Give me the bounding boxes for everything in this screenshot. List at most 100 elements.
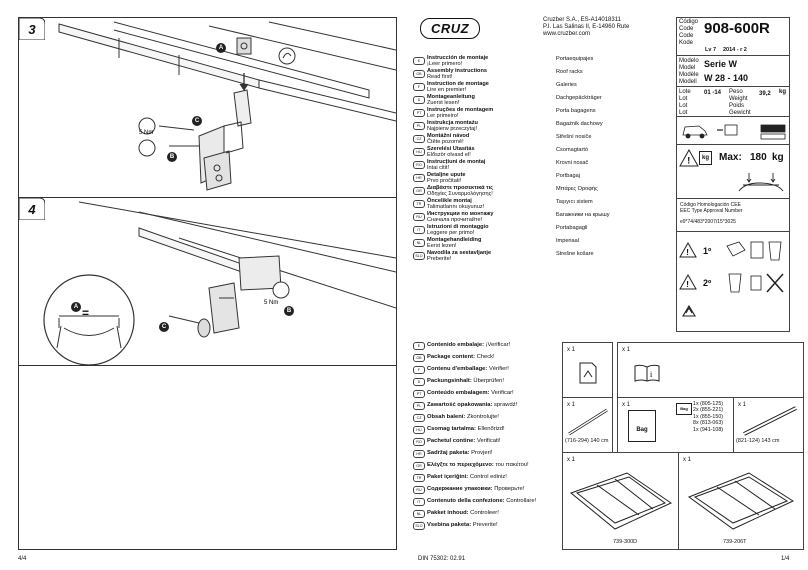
rail-icon	[568, 408, 608, 436]
callout-c: C	[192, 116, 202, 126]
revision-level: Lv 7	[705, 47, 717, 53]
kit-frame-right: x 1 739-206T	[678, 452, 804, 550]
step-3-illustration: 5 Nm	[58, 21, 396, 191]
torque-label-2: 5 Nm	[264, 300, 278, 306]
rail-right-label: (821-124) 143 cm	[736, 438, 780, 444]
cruz-logo: CRUZ	[420, 18, 480, 39]
callout-c-2: C	[159, 322, 169, 332]
maintenance-icons-1	[726, 241, 782, 261]
callout-a-2: A	[71, 302, 81, 312]
step-4-number: 4	[19, 198, 45, 220]
company-address: P.I. Las Salinas II, E-14960 Rute	[543, 24, 630, 30]
revision-date: 2014 - r 2	[723, 47, 747, 53]
bag-parts-list: 1x (805-125) 2x (855-221) 1x (855-150) 8…	[693, 401, 724, 433]
vehicle-icons-box	[676, 116, 790, 146]
roof-load-icon	[738, 173, 784, 192]
maintenance-icons-2	[728, 273, 784, 293]
homologation-label-2: EEC Type Approval Number	[680, 208, 743, 214]
step-second-label: 2º	[703, 278, 712, 288]
svg-text:!: !	[686, 280, 689, 289]
step-3-number: 3	[19, 18, 45, 40]
kg-weight-icon: kg	[699, 151, 712, 165]
warning-icon-2: !	[679, 274, 697, 290]
frame-icon-right	[687, 472, 795, 530]
homologation-number: e9*74/483*2007/15*3025	[680, 219, 736, 225]
step-3-panel: 3	[18, 17, 397, 199]
step-4-illustration: 5 Nm	[43, 201, 396, 366]
recycle-icon	[682, 304, 696, 317]
instruction-sheet-icon	[579, 362, 597, 384]
lot-value: 01 -14	[704, 90, 722, 96]
manual-book-icon: i	[634, 364, 660, 382]
kit-rail-left: x 1 (716-294) 140 cm	[562, 397, 613, 454]
frame-icon-left	[569, 472, 673, 530]
empty-panel	[18, 365, 397, 550]
frame-left-label: 739-300D	[613, 539, 638, 545]
rail-left-label: (716-294) 140 cm	[565, 438, 609, 444]
homologation-label-1: Código Homologación CEE	[680, 202, 741, 208]
kit-instructions-sheet: x 1	[562, 342, 613, 399]
weight-value: 39,2	[759, 91, 771, 97]
company-web: www.cruzber.com	[543, 31, 591, 37]
bag-small-icon: Bag	[676, 403, 692, 415]
max-load-box: ! kg Max: 180 kg	[676, 144, 790, 200]
procedure-box: ! 1º ! 2º	[676, 231, 790, 332]
frame-right-label: 739-206T	[723, 539, 747, 545]
step-4-panel: 4 5 Nm = A C B	[18, 197, 397, 367]
company-name: Cruzber S.A., ES-A14018311	[543, 17, 621, 23]
footer-right: 1/4	[781, 556, 790, 562]
rail-round-icon	[743, 406, 797, 436]
max-load-label: Max:	[719, 152, 742, 163]
homologation-box: Código Homologación CEE EEC Type Approva…	[676, 198, 790, 233]
callout-b: B	[167, 152, 177, 162]
svg-text:!: !	[687, 156, 690, 166]
torque-label: 5 Nm	[139, 130, 153, 136]
vehicle-icons	[682, 124, 786, 140]
weight-unit: kg	[779, 89, 787, 95]
kit-manual: x 1 i	[617, 342, 804, 399]
max-load-unit: kg	[772, 152, 784, 163]
footer-left: 4/4	[18, 556, 27, 562]
bag-icon: Bag	[628, 410, 656, 442]
kit-frame-left: x 1 739-300D	[562, 452, 680, 550]
footer-din: DIN 75302: 02.91	[418, 556, 466, 562]
product-code: 908-600R	[704, 20, 770, 37]
warning-icon: !	[679, 149, 699, 167]
callout-b-2: B	[284, 306, 294, 316]
warning-icon-1: !	[679, 242, 697, 258]
equal-sign: =	[82, 306, 90, 320]
